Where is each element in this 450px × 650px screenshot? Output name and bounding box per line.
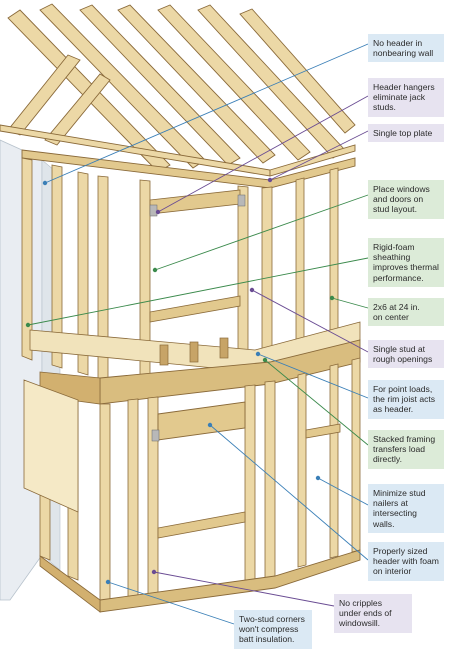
upper-window-sill [149, 295, 241, 323]
callout-no-cripples: No cripples under ends of windowsill. [334, 594, 412, 633]
callout-single-top-plate: Single top plate [368, 124, 444, 143]
callout-sized-header: Properly sized header with foam on inter… [368, 542, 444, 581]
callout-stud-layout: Place windows and doors on stud layout. [368, 180, 444, 219]
callout-2x6-spacing: 2x6 at 24 in. on center [368, 298, 444, 327]
left-window-frame [23, 379, 79, 513]
callout-single-stud: Single stud at rough openings [368, 340, 444, 369]
callout-rigid-foam: Rigid-foam sheathing improves thermal pe… [368, 238, 444, 287]
callout-minimize-studs: Minimize stud nailers at intersecting wa… [368, 484, 444, 533]
leader-dots [25, 177, 335, 585]
intersecting-wall [305, 423, 341, 439]
lower-window-sill [157, 511, 246, 539]
foam-sheathing [0, 139, 43, 601]
callout-rim-joist: For point loads, the rim joist acts as h… [368, 380, 444, 419]
callout-stacked-framing: Stacked framing transfers load directly. [368, 430, 444, 469]
bottom-plate [99, 549, 361, 613]
callout-no-header: No header in nonbearing wall [368, 34, 444, 63]
callout-two-stud-corners: Two-stud corners won't compress batt ins… [234, 610, 312, 649]
callout-header-hangers: Header hangers eliminate jack studs. [368, 78, 444, 117]
lower-window-header [157, 401, 246, 441]
upper-window-header [149, 189, 241, 215]
roof-rafters [0, 3, 356, 177]
leader-lines [27, 43, 369, 625]
